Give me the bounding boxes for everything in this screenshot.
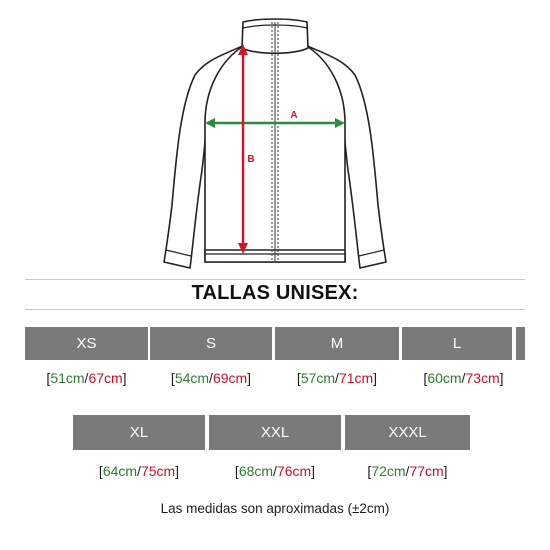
size-box-xs: XS — [25, 327, 148, 360]
width-value: 68cm — [238, 463, 274, 479]
size-box-m: M — [275, 327, 399, 360]
size-table-title: TALLAS UNISEX: — [191, 282, 359, 304]
measure-xxxl: [72cm/77cm] — [367, 463, 448, 479]
measure-l: [60cm/73cm] — [423, 370, 504, 386]
length-value: 73cm — [465, 370, 500, 386]
size-box-overflow — [516, 327, 525, 360]
size-label: XXXL — [388, 424, 427, 441]
size-box-xxl: XXL — [209, 415, 341, 450]
width-value: 51cm — [50, 370, 85, 386]
approximation-note: Las medidas son aproximadas (±2cm) — [160, 501, 390, 516]
length-value: 76cm — [276, 463, 312, 479]
measure-m: [57cm/71cm] — [296, 370, 378, 386]
size-box-l: L — [402, 327, 512, 360]
measure-xs: [51cm/67cm] — [46, 370, 127, 386]
size-box-s: S — [150, 327, 272, 360]
size-box-xl: XL — [73, 415, 205, 450]
left-sleeve — [163, 44, 246, 269]
divider-bottom — [25, 309, 525, 310]
width-value: 57cm — [300, 370, 336, 386]
length-arrow — [238, 44, 248, 254]
width-value: 72cm — [371, 463, 406, 479]
length-value: 69cm — [212, 370, 248, 386]
label-a: A — [290, 110, 297, 121]
length-value: 71cm — [338, 370, 374, 386]
width-value: 60cm — [427, 370, 462, 386]
width-arrow — [205, 118, 345, 128]
length-value: 67cm — [88, 370, 123, 386]
length-value: 75cm — [140, 463, 176, 479]
width-value: 54cm — [174, 370, 210, 386]
measure-xxl: [68cm/76cm] — [234, 463, 316, 479]
size-label: S — [205, 335, 216, 352]
divider-top — [25, 279, 525, 280]
size-label: XL — [129, 424, 149, 441]
size-label: XXL — [260, 424, 290, 441]
size-label: M — [330, 335, 344, 352]
size-label: XS — [76, 335, 97, 352]
measure-xl: [64cm/75cm] — [98, 463, 180, 479]
label-b: B — [247, 154, 254, 165]
length-value: 77cm — [409, 463, 444, 479]
measure-s: [54cm/69cm] — [170, 370, 252, 386]
size-label: L — [452, 335, 462, 352]
width-value: 64cm — [102, 463, 138, 479]
jacket-diagram: A B — [163, 18, 387, 269]
right-sleeve — [304, 44, 387, 269]
size-box-xxxl: XXXL — [345, 415, 470, 450]
